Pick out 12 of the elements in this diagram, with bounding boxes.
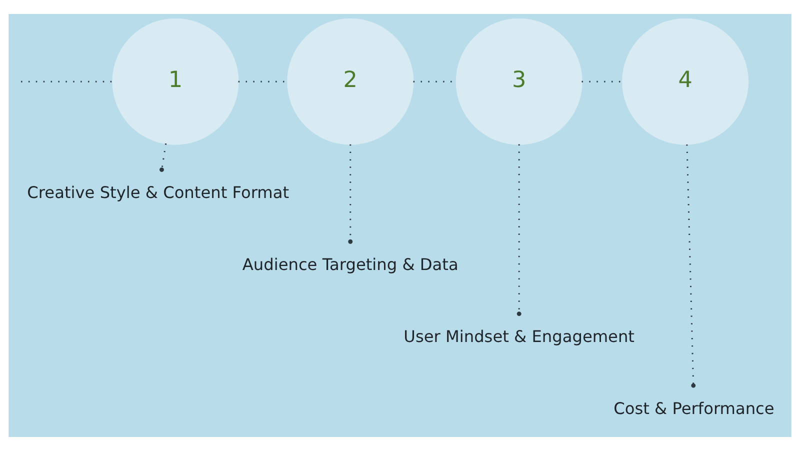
node-circle: 1: [112, 18, 239, 144]
node-circle: 2: [287, 18, 414, 144]
node-circle: 4: [622, 18, 749, 144]
node-text: Cost & Performance: [614, 398, 774, 418]
node-circle: 3: [456, 18, 582, 144]
node-text: Audience Targeting & Data: [242, 254, 458, 274]
connector: [516, 144, 522, 316]
node-text: Creative Style & Content Format: [27, 182, 290, 202]
connector: [348, 144, 353, 244]
connector: [686, 144, 696, 388]
node-text: User Mindset & Engagement: [404, 326, 634, 346]
connector: [160, 142, 167, 172]
